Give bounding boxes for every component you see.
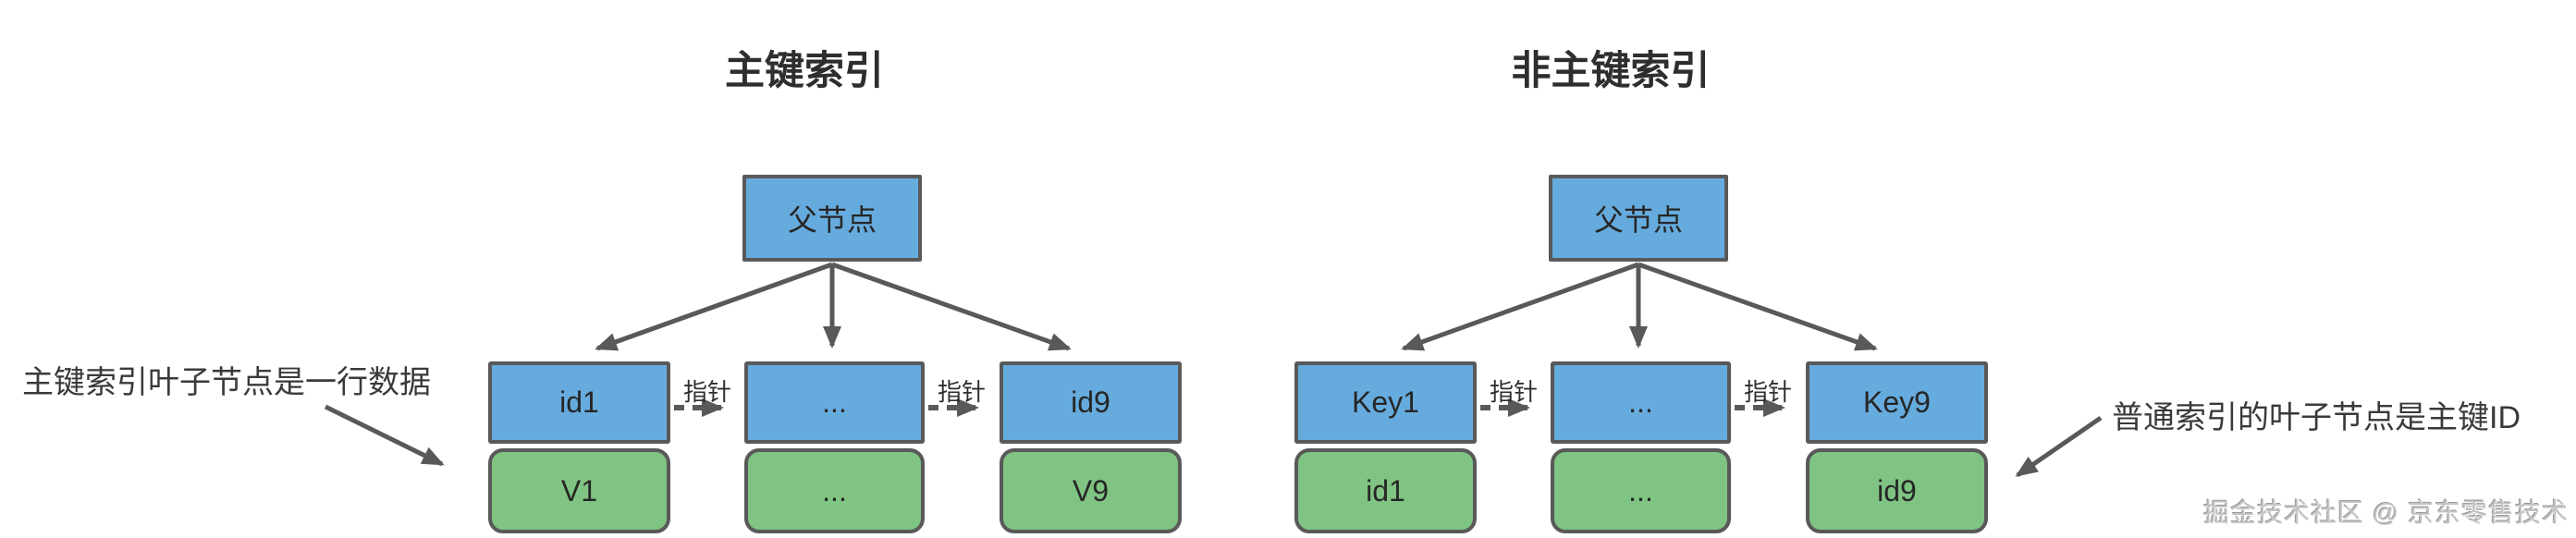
right-pointer-label-2: 指针 [1743, 378, 1792, 406]
right-value-node-ellipsis: ... [1551, 448, 1731, 533]
left-pointer-label-1: 指针 [682, 378, 731, 406]
left-fan-arrow-1 [595, 262, 833, 351]
left-value-node-v9: V9 [1000, 448, 1182, 533]
left-pointer-label-2: 指针 [937, 378, 986, 406]
left-diagram-title: 主键索引 [725, 49, 884, 93]
left-annotation-arrow [324, 404, 445, 467]
right-fan-arrow-1 [1401, 262, 1639, 351]
left-fan-arrow-3 [831, 262, 1072, 351]
right-annotation-text: 普通索引的叶子节点是主键ID [2112, 400, 2521, 435]
left-parent-node: 父节点 [742, 175, 922, 262]
right-leaf-node-ellipsis: ... [1551, 361, 1731, 444]
left-value-node-ellipsis: ... [744, 448, 925, 533]
right-parent-node: 父节点 [1549, 175, 1728, 262]
left-leaf-node-id1: id1 [488, 361, 670, 444]
left-leaf-node-ellipsis: ... [744, 361, 925, 444]
left-value-node-v1: V1 [488, 448, 670, 533]
right-value-node-id9: id9 [1806, 448, 1988, 533]
right-leaf-node-key1: Key1 [1294, 361, 1477, 444]
right-pointer-label-1: 指针 [1489, 378, 1538, 406]
right-diagram-title: 非主键索引 [1511, 49, 1711, 93]
left-leaf-node-id9: id9 [1000, 361, 1182, 444]
left-annotation-text: 主键索引叶子节点是一行数据 [22, 365, 431, 400]
right-fan-arrow-3 [1638, 262, 1878, 351]
right-annotation-arrow [2015, 415, 2103, 478]
watermark-text: 掘金技术社区 @ 京东零售技术 [2203, 498, 2569, 527]
right-value-node-id1: id1 [1294, 448, 1477, 533]
right-leaf-node-key9: Key9 [1806, 361, 1988, 444]
